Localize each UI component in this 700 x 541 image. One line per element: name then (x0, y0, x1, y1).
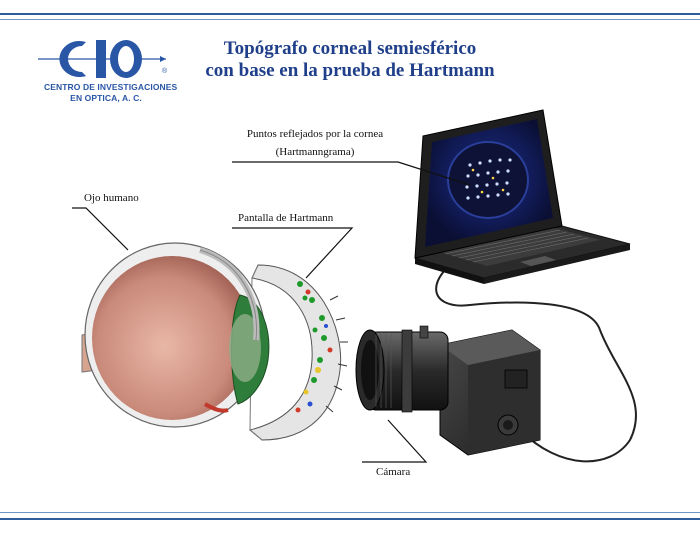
human-eye-icon (81, 242, 270, 428)
usb-cable (435, 249, 637, 463)
logo-line-1: CENTRO DE INVESTIGACIONES (44, 82, 178, 92)
title-line-2: con base en la prueba de Hartmann (205, 60, 495, 81)
bottom-rule-thin (0, 512, 700, 513)
logo-text: CENTRO DE INVESTIGACIONES EN OPTICA, A. … (44, 82, 178, 104)
label-reflected-points: Puntos reflejados por la cornea (Hartman… (232, 128, 398, 158)
label-hartmann-screen: Pantalla de Hartmann (238, 212, 334, 224)
leader-camera (362, 419, 428, 463)
cio-logo-icon (38, 40, 166, 78)
title-line-1: Topógrafo corneal semiesférico (223, 38, 477, 59)
leader-hartmann-screen (232, 227, 354, 279)
top-rule (0, 13, 700, 15)
label-reflected-points-line-2: (Hartmanngrama) (275, 146, 355, 158)
top-rule-thin (0, 19, 700, 20)
hartmann-screen-icon (248, 264, 348, 441)
bottom-rule (0, 518, 700, 520)
laptop-icon (414, 109, 631, 284)
page-title: Topógrafo corneal semiesférico con base … (150, 38, 550, 82)
label-reflected-points-line-1: Puntos reflejados por la cornea (246, 128, 384, 140)
camera-icon (355, 325, 541, 456)
label-human-eye: Ojo humano (84, 192, 139, 204)
logo-line-2: EN OPTICA, A. C. (70, 93, 142, 103)
leader-reflected-points (232, 161, 471, 186)
leader-human-eye (72, 207, 129, 251)
registered-mark: ® (162, 68, 168, 75)
label-camera: Cámara (376, 466, 411, 478)
